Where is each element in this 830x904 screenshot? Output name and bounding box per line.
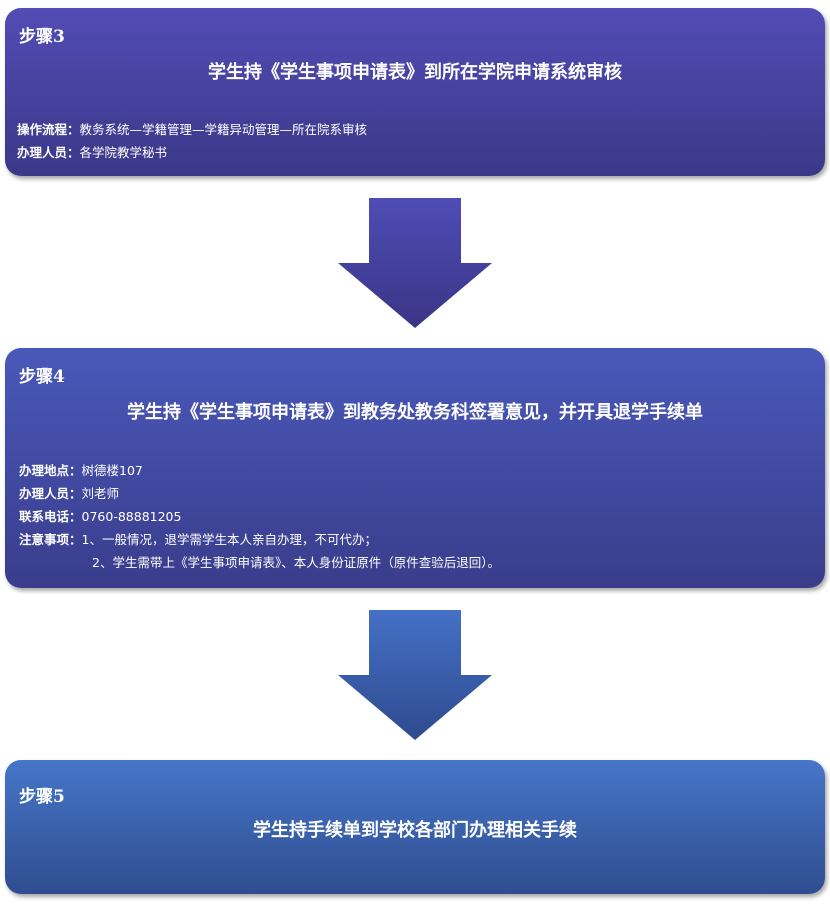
info-key: 联系电话： <box>19 509 82 524</box>
info-row: 联系电话：0760-88881205 <box>19 505 500 528</box>
info-key: 办理人员： <box>17 145 80 160</box>
info-row: 办理地点：树德楼107 <box>19 459 500 482</box>
step-label: 步骤4 <box>19 367 65 387</box>
info-key: 注意事项： <box>19 532 82 547</box>
step5-box: 步骤5 学生持手续单到学校各部门办理相关手续 <box>5 760 825 894</box>
info-value: 0760-88881205 <box>81 509 182 524</box>
down-arrow-icon <box>338 198 492 328</box>
step-info: 办理地点：树德楼107 办理人员：刘老师 联系电话：0760-88881205 … <box>19 459 500 574</box>
info-value: 刘老师 <box>81 486 120 501</box>
info-row: 注意事项：1、一般情况，退学需学生本人亲自办理，不可代办； <box>19 528 500 551</box>
info-value: 教务系统—学籍管理—学籍异动管理—所在院系审核 <box>79 122 368 137</box>
info-key: 办理人员： <box>19 486 82 501</box>
info-row: 办理人员：各学院教学秘书 <box>17 141 367 164</box>
step3-box: 步骤3 学生持《学生事项申请表》到所在学院申请系统审核 操作流程：教务系统—学籍… <box>5 8 825 176</box>
down-arrow-icon <box>338 610 492 740</box>
info-key: 办理地点： <box>19 463 82 478</box>
step-label: 步骤5 <box>19 787 65 807</box>
step4-box: 步骤4 学生持《学生事项申请表》到教务处教务科签署意见，并开具退学手续单 办理地… <box>5 348 825 588</box>
step-label: 步骤3 <box>19 27 65 47</box>
info-row: 2、学生需带上《学生事项申请表》、本人身份证原件（原件查验后退回）。 <box>19 551 500 574</box>
info-row: 办理人员：刘老师 <box>19 482 500 505</box>
info-value: 2、学生需带上《学生事项申请表》、本人身份证原件（原件查验后退回）。 <box>92 555 500 570</box>
step-title: 学生持手续单到学校各部门办理相关手续 <box>253 820 577 841</box>
step-title: 学生持《学生事项申请表》到所在学院申请系统审核 <box>208 62 622 83</box>
info-value: 各学院教学秘书 <box>79 145 168 160</box>
info-key: 操作流程： <box>17 122 80 137</box>
step-title: 学生持《学生事项申请表》到教务处教务科签署意见，并开具退学手续单 <box>127 402 703 423</box>
info-value: 1、一般情况，退学需学生本人亲自办理，不可代办； <box>81 532 377 547</box>
info-row: 操作流程：教务系统—学籍管理—学籍异动管理—所在院系审核 <box>17 118 367 141</box>
step-info: 操作流程：教务系统—学籍管理—学籍异动管理—所在院系审核 办理人员：各学院教学秘… <box>17 118 367 164</box>
info-value: 树德楼107 <box>81 463 143 478</box>
